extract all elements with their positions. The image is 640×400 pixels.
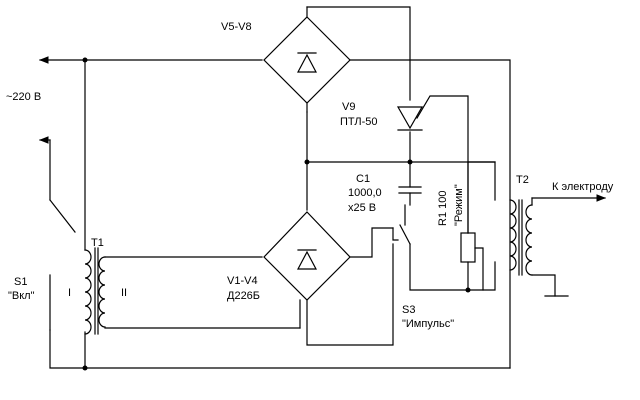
wire-bridge2-right <box>349 227 394 258</box>
s1-name-label: "Вкл" <box>8 290 35 302</box>
t2-secondary-winding <box>525 204 533 276</box>
transformer-t2: T2 К электроду <box>509 174 614 297</box>
c1-ref-label: C1 <box>356 173 370 185</box>
resistor-body <box>460 232 476 263</box>
s1-ref-label: S1 <box>14 276 27 288</box>
t2-ground-lead <box>531 274 556 297</box>
s3-ref-label: S3 <box>402 304 415 316</box>
diode-triangle <box>297 53 317 73</box>
thyristor-triangle <box>396 106 424 130</box>
wire-top-right <box>349 59 511 369</box>
mains-input <box>39 56 86 144</box>
wire-t2-to-r1 <box>467 261 496 291</box>
wire-bridge2-to-s3 <box>306 243 394 346</box>
junction <box>407 159 413 165</box>
bridge-v1-v4-type-label: Д226Б <box>227 290 260 302</box>
resistor-r1: R1 100 "Режим" <box>437 184 484 291</box>
junction <box>465 287 471 293</box>
t1-secondary-label: II <box>121 287 127 299</box>
thyristor-gate-lead <box>416 95 469 234</box>
junction <box>82 365 88 371</box>
wiring <box>49 6 511 369</box>
wire-s3-to-r1 <box>409 243 469 291</box>
t1-secondary-winding <box>98 256 106 328</box>
junction <box>304 159 310 165</box>
switch-blade <box>49 199 76 233</box>
t1-ref-label: T1 <box>91 237 104 249</box>
v9-ref-label: V9 <box>342 101 355 113</box>
junctions <box>82 57 471 371</box>
diode-bridge-v5-v8: V5-V8 <box>221 6 351 113</box>
diode-triangle <box>297 250 317 270</box>
thyristor-v9: V9 ПТЛ-50 <box>340 95 469 234</box>
s3-contact <box>399 224 411 245</box>
bridge-v5-v8-label: V5-V8 <box>221 21 252 33</box>
bridge-diamond <box>263 16 351 104</box>
t1-primary-label: I <box>68 287 71 299</box>
capacitor-c1: C1 1000,0 x25 В <box>348 173 422 214</box>
switch-s3: S3 "Импульс" <box>392 204 454 330</box>
wire-r1-upper <box>467 161 496 234</box>
transformer-t1: T1 I II <box>68 237 127 335</box>
bridge-diamond <box>263 211 351 301</box>
v9-type-label: ПТЛ-50 <box>340 116 378 128</box>
electrode-label: К электроду <box>552 181 614 193</box>
s3-name-label: "Импульс" <box>402 318 454 330</box>
resistor-wiper <box>474 247 484 291</box>
s3-button <box>392 227 399 241</box>
t1-primary-winding <box>84 249 92 335</box>
t2-primary-winding <box>509 199 517 271</box>
wire-bridge-top-to-v9 <box>306 6 411 101</box>
r1-label: R1 100 <box>437 191 449 226</box>
c1-voltage-label: x25 В <box>348 202 376 214</box>
c1-capacitance-label: 1000,0 <box>348 187 382 199</box>
wire-bottom <box>49 329 511 369</box>
bridge-v1-v4-label: V1-V4 <box>227 275 258 287</box>
junction <box>82 57 88 63</box>
t2-ref-label: T2 <box>516 174 529 186</box>
mains-label: ~220 В <box>6 91 41 103</box>
r1-name-label: "Режим" <box>453 184 465 226</box>
switch-s1: S1 "Вкл" <box>8 199 76 331</box>
diode-bridge-v1-v4: V1-V4 Д226Б <box>227 211 351 302</box>
